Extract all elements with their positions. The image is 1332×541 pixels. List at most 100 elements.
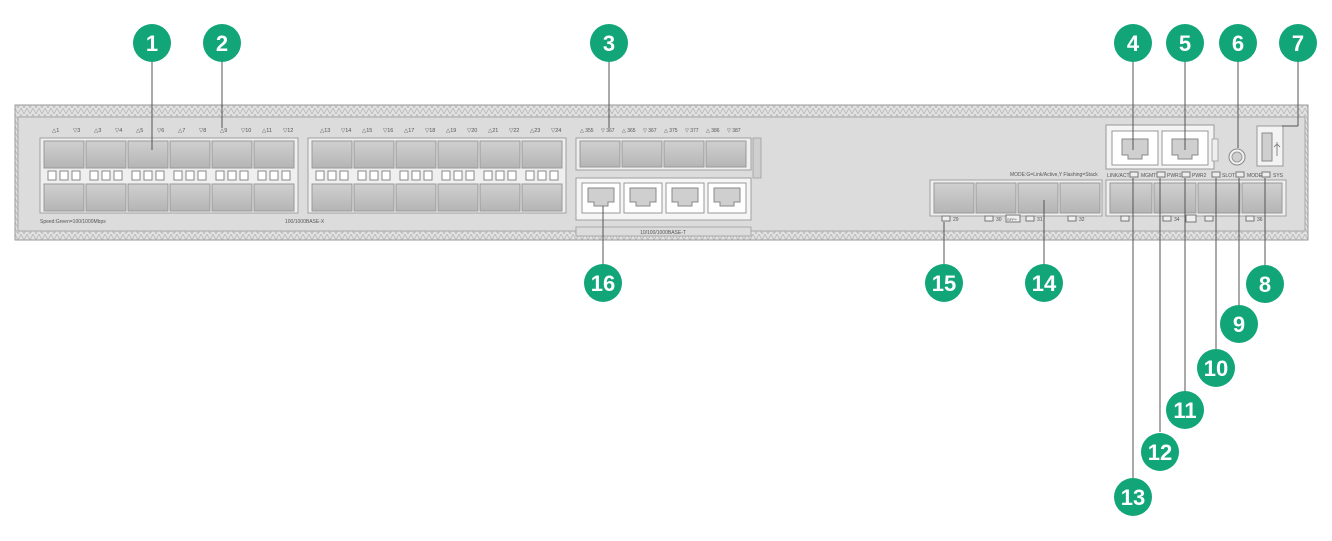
port-led (143, 170, 153, 181)
callout-leaders (151, 60, 1299, 478)
svg-text:3: 3 (603, 31, 615, 56)
callout-12: 12 (1141, 433, 1179, 471)
linkact-label: LINK/ACT (1107, 173, 1130, 179)
port-number-label: △15 (362, 128, 372, 134)
led-labels: Speed:Green=100/1000Mbps 100/1000BASE-X … (40, 171, 1284, 225)
sfp-port[interactable] (311, 140, 353, 169)
port-led (185, 170, 195, 181)
sfp-port[interactable] (169, 140, 211, 169)
port-number-label: △17 (404, 128, 414, 134)
callout-8: 8 (1246, 265, 1284, 303)
svg-text:9: 9 (1233, 312, 1245, 337)
svg-text:8: 8 (1259, 272, 1271, 297)
rj45-port[interactable] (665, 182, 705, 214)
sfp-port[interactable] (479, 183, 521, 212)
sfp-port[interactable] (353, 183, 395, 212)
sfp-port[interactable] (521, 183, 563, 212)
mode-label: MODE (1247, 173, 1263, 179)
sfp-port[interactable] (85, 183, 127, 212)
port-led (483, 170, 493, 181)
rj45-port-block: 10/100/1000BASE-T (575, 177, 752, 237)
port-led (47, 170, 57, 181)
port-number-label: ▽22 (509, 128, 519, 134)
pwr2-label: PWR2 (1192, 173, 1207, 179)
callout-9: 9 (1220, 305, 1258, 343)
port-led (441, 170, 451, 181)
port-led (315, 170, 325, 181)
callout-16: 16 (584, 264, 622, 302)
sfp-port[interactable] (253, 183, 295, 212)
port36-label: 36 (1257, 217, 1263, 223)
group1-label: 100/1000BASE-X (285, 219, 325, 225)
sfp-port[interactable] (437, 140, 479, 169)
sfp-port[interactable] (311, 183, 353, 212)
sfp-port[interactable] (43, 183, 85, 212)
sfp-port[interactable] (479, 140, 521, 169)
port-led (113, 170, 123, 181)
rj45-port[interactable] (623, 182, 663, 214)
port-led (239, 170, 249, 181)
sfp-port[interactable] (127, 140, 169, 169)
port-led (227, 170, 237, 181)
callout-14: 14 (1025, 264, 1063, 302)
sfp-port-block-1-24 (39, 137, 567, 214)
callout-1: 1 (133, 24, 171, 62)
port-led (339, 170, 349, 181)
sfp-port[interactable] (127, 183, 169, 212)
slot-label: SLOT (1222, 173, 1235, 179)
port-number-label: ▽24 (551, 128, 561, 134)
sfp-port[interactable] (437, 183, 479, 212)
port-led (537, 170, 547, 181)
svg-text:10: 10 (1204, 356, 1228, 381)
port-number-label: △23 (530, 128, 540, 134)
svg-text:7: 7 (1292, 31, 1304, 56)
rj45-port[interactable] (581, 182, 621, 214)
port30-label: 30 (996, 217, 1002, 223)
sfp-plus-port-block-33-36 (1105, 179, 1287, 217)
svg-text:6: 6 (1232, 31, 1244, 56)
port-led (525, 170, 535, 181)
callout-4: 4 (1114, 24, 1152, 62)
port-led (89, 170, 99, 181)
reset-button[interactable] (1228, 148, 1246, 166)
port-number-label: △7 (178, 128, 185, 134)
port-led (423, 170, 433, 181)
svg-text:11: 11 (1173, 398, 1196, 423)
port-led (357, 170, 367, 181)
port-led (269, 170, 279, 181)
port-number-label: △ 386 (706, 128, 720, 134)
svg-text:1: 1 (146, 31, 158, 56)
sfp-port-block-25-28 (575, 137, 762, 179)
sfp-port[interactable] (353, 140, 395, 169)
callout-3: 3 (590, 24, 628, 62)
port29-label: 29 (953, 217, 959, 223)
sfp-port[interactable] (521, 140, 563, 169)
sfp-port[interactable] (169, 183, 211, 212)
usb-port[interactable] (1256, 125, 1284, 167)
port-number-label: ▽8 (199, 128, 206, 134)
port-led (465, 170, 475, 181)
sfp-port[interactable] (253, 140, 295, 169)
port-number-labels: △1▽3△3▽4△5▽6△7▽8△9▽10△11▽12△13▽14△15▽16△… (52, 128, 741, 134)
callout-10: 10 (1197, 349, 1235, 387)
svg-text:5: 5 (1179, 31, 1191, 56)
port-led (399, 170, 409, 181)
port-led (131, 170, 141, 181)
port-led (155, 170, 165, 181)
callout-6: 6 (1219, 24, 1257, 62)
sfp-port[interactable] (211, 140, 253, 169)
sfp-port[interactable] (85, 140, 127, 169)
port-led (101, 170, 111, 181)
sfp-port[interactable] (43, 140, 85, 169)
rj45-port[interactable] (707, 182, 747, 214)
sfp-port[interactable] (395, 183, 437, 212)
port-led (197, 170, 207, 181)
port-led (71, 170, 81, 181)
sfp-port[interactable] (211, 183, 253, 212)
port-number-label: △19 (446, 128, 456, 134)
sfp-port[interactable] (395, 140, 437, 169)
sfp-plus-port-block-29-32 (929, 179, 1103, 217)
mode-note-label: MODE:G=Link/Active,Y Flashing=Stack (1010, 172, 1098, 178)
port-number-label: ▽ 367 (601, 128, 615, 134)
